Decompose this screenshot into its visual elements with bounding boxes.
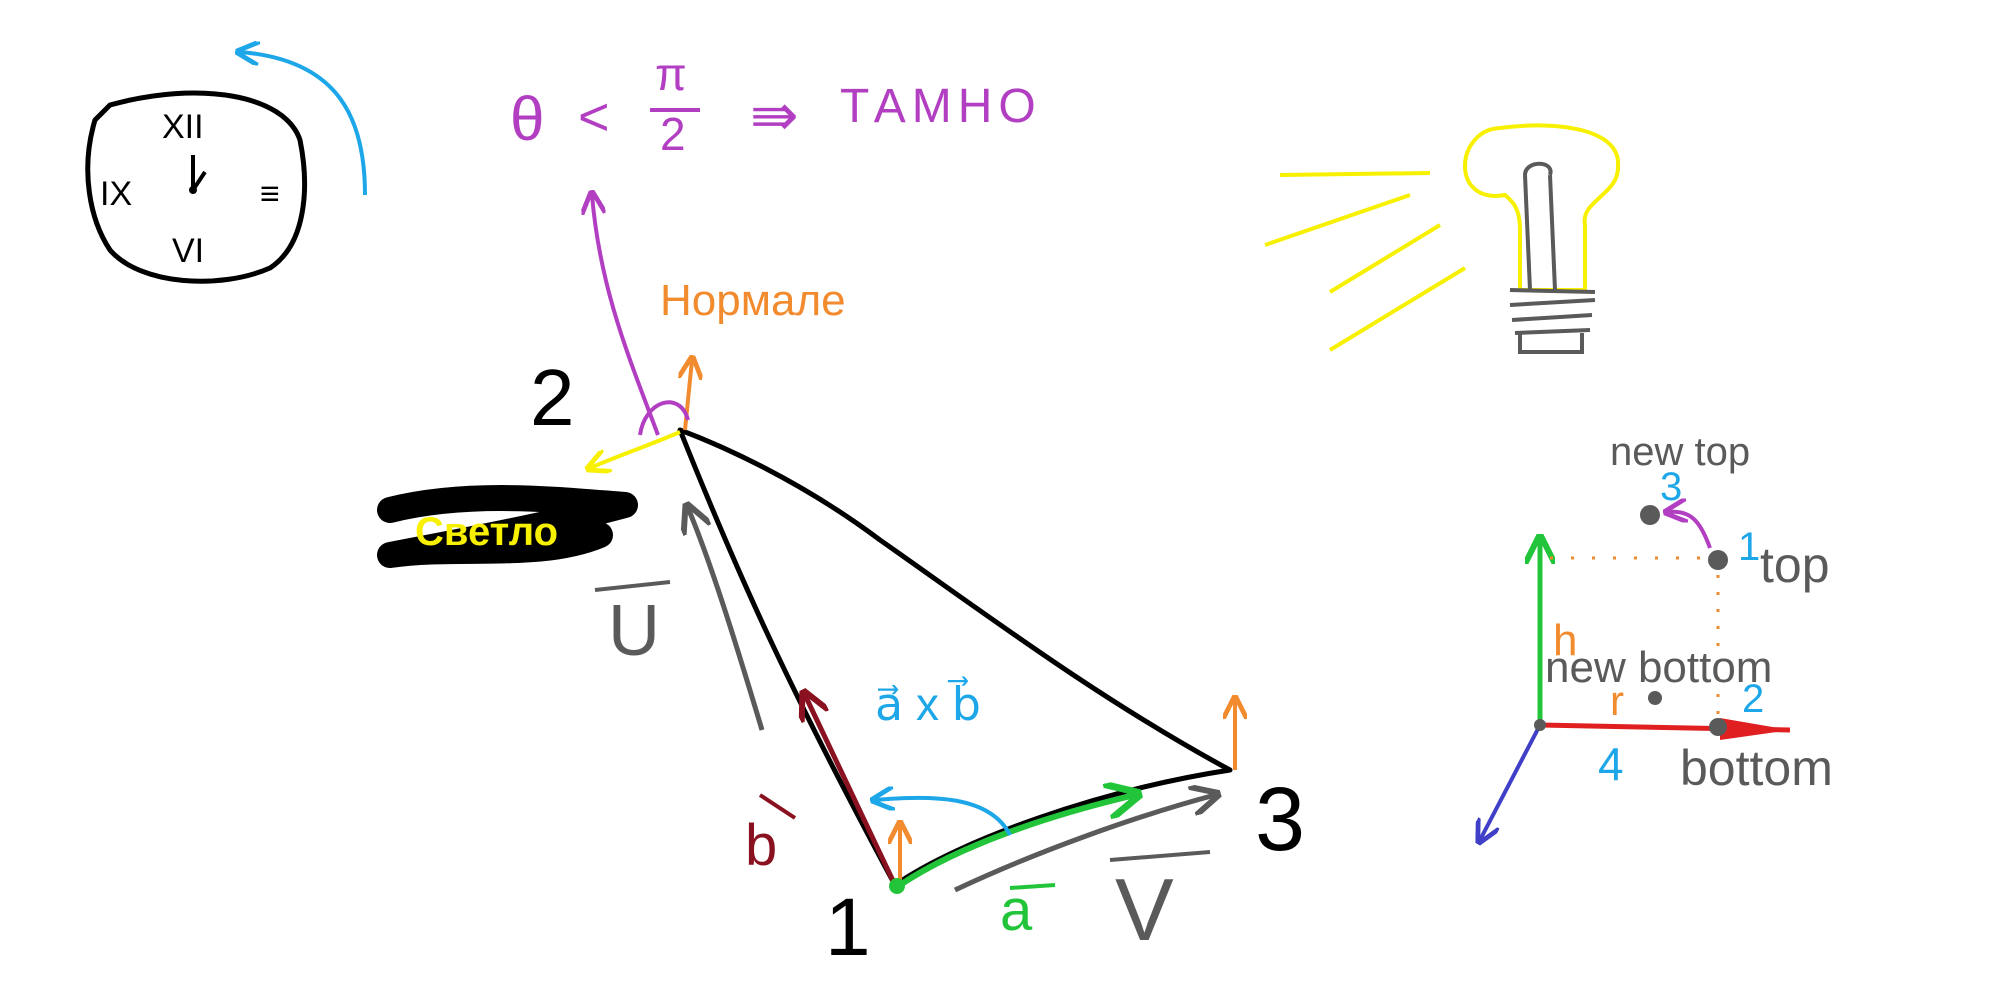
rotation-arrow	[875, 798, 1012, 836]
b-vector-label: b	[745, 813, 777, 878]
number-2-label: 2	[1742, 677, 1764, 721]
clock-label-iii: ≡	[260, 175, 280, 213]
ray-2	[1264, 193, 1411, 247]
bulb-glass	[1463, 123, 1621, 292]
v-vector-label: V	[1115, 860, 1174, 959]
vertex-3-label: 3	[1255, 770, 1305, 870]
rotate-top-arrow	[1668, 512, 1712, 549]
light-bulb-icon	[1463, 123, 1621, 354]
clock-label-ix: IX	[100, 175, 132, 213]
normal-label: Нормале	[660, 276, 846, 325]
vertex-1-label: 1	[825, 882, 871, 973]
clock-label-xii: XII	[162, 108, 204, 146]
clock-face	[85, 90, 308, 284]
b-vector-arrow	[805, 695, 898, 887]
bottom-label: bottom	[1680, 740, 1833, 796]
bulb-filament	[1523, 161, 1557, 291]
new-top-point	[1640, 505, 1660, 525]
formula-less: <	[578, 87, 610, 147]
top-label: top	[1760, 537, 1830, 593]
number-4-label: 4	[1598, 738, 1624, 790]
formula: θ < π 2 ⇛ ТАМНО	[510, 48, 1042, 160]
angle-arc	[638, 400, 690, 436]
number-1-label: 1	[1738, 525, 1760, 569]
top-point	[1708, 550, 1728, 570]
u-vector-bar	[594, 580, 671, 592]
v-vector-bar	[1109, 850, 1211, 862]
triangle	[677, 427, 1233, 888]
a-vector-label: a	[1000, 878, 1033, 943]
counterclockwise-arrow	[240, 52, 367, 196]
clock-center	[189, 186, 197, 194]
light-rays	[1264, 171, 1467, 352]
radius-axis-arrowhead	[1720, 718, 1790, 740]
new-top-label: new top	[1610, 430, 1750, 474]
origin-dot	[1534, 719, 1546, 731]
vertex-2-label: 2	[530, 353, 575, 442]
view-vector-arrow	[592, 195, 660, 436]
light-label-background	[377, 485, 638, 568]
ray-3	[1328, 223, 1442, 294]
bottom-point	[1709, 718, 1727, 736]
bulb-base	[1509, 288, 1596, 335]
cylinder-diagram: new top top new bottom bottom h r 3 1 2 …	[1480, 430, 1833, 840]
light-direction-arrow	[590, 430, 681, 468]
cross-product-label: a⃗ x b⃗	[875, 677, 981, 730]
radius-label: r	[1610, 677, 1624, 724]
v-vector-arrow	[953, 795, 1215, 893]
formula-theta: θ	[510, 85, 544, 154]
bulb-cap	[1518, 333, 1584, 354]
formula-word: ТАМНО	[840, 80, 1042, 133]
ray-4	[1328, 266, 1467, 352]
number-3-label: 3	[1660, 465, 1682, 509]
new-bottom-label: new bottom	[1545, 643, 1772, 692]
height-label: h	[1553, 616, 1577, 665]
light-label: Светло	[415, 510, 558, 554]
vertex-1-dot	[889, 878, 905, 894]
clock-label-vi: VI	[172, 232, 204, 270]
depth-axis-arrow	[1480, 724, 1542, 840]
formula-implies: ⇛	[750, 83, 799, 148]
ray-1	[1279, 171, 1431, 177]
a-vector-bar	[1009, 883, 1056, 890]
formula-two: 2	[660, 108, 686, 160]
formula-pi: π	[655, 48, 687, 100]
u-vector-arrow	[688, 508, 765, 731]
a-vector-arrow	[898, 795, 1135, 888]
new-bottom-point	[1648, 691, 1662, 705]
clock-icon: XII IX ≡ VI	[85, 90, 308, 284]
b-vector-bar	[758, 793, 797, 820]
u-vector-label: U	[608, 591, 660, 671]
